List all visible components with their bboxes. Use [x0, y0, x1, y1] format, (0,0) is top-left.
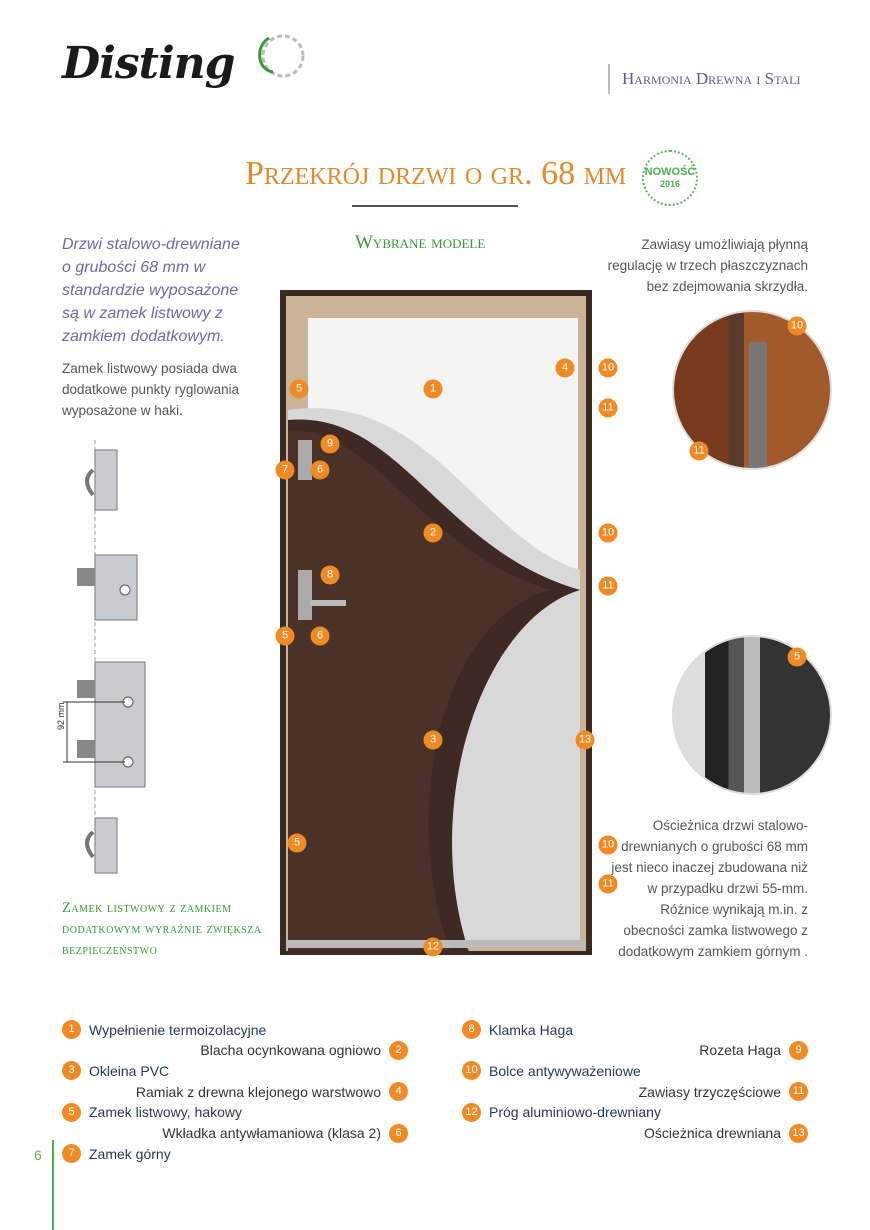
- detail-marker: 5: [787, 647, 807, 667]
- door-marker: 8: [320, 565, 340, 585]
- legend-number: 7: [62, 1144, 81, 1164]
- detail-marker: 10: [787, 316, 807, 336]
- legend-label: Zawiasy trzyczęściowe: [638, 1083, 781, 1100]
- door-marker: 2: [423, 523, 443, 543]
- door-marker: 11: [598, 576, 618, 596]
- lock-dimension: 92 mm: [56, 702, 66, 730]
- door-marker: 11: [598, 874, 618, 894]
- door-marker: 5: [287, 833, 307, 853]
- legend-label: Blacha ocynkowana ogniowo: [200, 1042, 381, 1059]
- legend-item: 7 Zamek górny: [62, 1144, 171, 1164]
- legend-number: 13: [789, 1123, 808, 1143]
- legend-item: 3 Okleina PVC: [62, 1061, 170, 1081]
- lock-description: Zamek listwowy posiada dwa dodatkowe pun…: [62, 361, 240, 418]
- frame-note: Ościeżnica drzwi stalowo-drewnianych o g…: [611, 818, 808, 959]
- legend-number: 8: [462, 1020, 481, 1039]
- legend-number: 9: [789, 1040, 808, 1060]
- door-marker: 13: [575, 730, 595, 750]
- legend-number: 12: [462, 1102, 481, 1122]
- legend-item: Blacha ocynkowana ogniowo 2: [200, 1040, 408, 1060]
- detail-marker: 11: [689, 441, 709, 461]
- legend-item: 12 Próg aluminiowo-drewniany: [462, 1102, 661, 1122]
- models-heading: Wybrane modele: [355, 232, 486, 253]
- legend-label: Wkładka antywłamaniowa (klasa 2): [162, 1125, 381, 1141]
- intro-text: Drzwi stalowo-drewniane o grubości 68 mm…: [62, 236, 240, 345]
- legend-label: Ościeżnica drewniana: [644, 1125, 781, 1141]
- legend-label: Okleina PVC: [89, 1062, 170, 1079]
- legend-item: 1 Wypełnienie termoizolacyjne: [62, 1020, 266, 1039]
- legend-label: Próg aluminiowo-drewniany: [489, 1104, 661, 1121]
- page-title: Przekrój drzwi o gr. 68 mm: [245, 155, 627, 192]
- legend-number: 10: [462, 1061, 481, 1081]
- door-marker: 5: [289, 379, 309, 399]
- legend-label: Zamek górny: [89, 1145, 171, 1162]
- logo: Disting: [62, 28, 309, 89]
- legend-label: Ramiak z drewna klejonego warstwowo: [135, 1083, 381, 1100]
- legend-label: Wypełnienie termoizolacyjne: [89, 1021, 267, 1038]
- legend-number: 2: [389, 1040, 408, 1060]
- door-marker: 10: [598, 358, 618, 378]
- legend-number: 1: [62, 1020, 81, 1039]
- legend-item: Ramiak z drewna klejonego warstwowo 4: [135, 1082, 408, 1102]
- legend-label: Rozeta Haga: [699, 1042, 781, 1059]
- hinge-note: Zawiasy umożliwiają płynną regulację w t…: [607, 237, 808, 294]
- door-marker: 6: [310, 460, 330, 480]
- tagline: Harmonia Drewna i Stali: [608, 64, 800, 94]
- legend-number: 3: [62, 1061, 81, 1081]
- door-marker: 11: [598, 398, 618, 418]
- legend-number: 5: [62, 1102, 81, 1122]
- legend-item: Wkładka antywłamaniowa (klasa 2) 6: [162, 1123, 408, 1143]
- legend-number: 11: [789, 1082, 808, 1102]
- legend-item: Zawiasy trzyczęściowe 11: [638, 1082, 808, 1102]
- legend-label: Bolce antywyważeniowe: [489, 1062, 641, 1079]
- door-marker: 3: [423, 730, 443, 750]
- door-marker: 4: [555, 358, 575, 378]
- multipoint-lock-illustration: [63, 440, 146, 874]
- legend-item: 10 Bolce antywyważeniowe: [462, 1061, 641, 1081]
- door-marker: 12: [423, 937, 443, 957]
- page-number: 6: [34, 1147, 42, 1163]
- title-divider: [352, 205, 518, 207]
- door-cross-section-image: [280, 290, 592, 955]
- legend-item: 5 Zamek listwowy, hakowy: [62, 1102, 243, 1122]
- door-marker: 10: [598, 835, 618, 855]
- legend-label: Zamek listwowy, hakowy: [89, 1104, 243, 1121]
- legend-number: 6: [389, 1123, 408, 1143]
- legend-item: 8 Klamka Haga: [462, 1020, 573, 1039]
- gear-leaf-icon: [258, 34, 305, 78]
- door-marker: 6: [310, 626, 330, 646]
- frame-detail-photo: [672, 635, 832, 795]
- door-marker: 7: [275, 460, 295, 480]
- door-marker: 10: [598, 523, 618, 543]
- legend-item: Rozeta Haga 9: [699, 1040, 808, 1060]
- legend-label: Klamka Haga: [489, 1021, 574, 1038]
- legend-number: 4: [389, 1082, 408, 1102]
- door-marker: 5: [275, 626, 295, 646]
- legend-item: Ościeżnica drewniana 13: [644, 1123, 808, 1143]
- door-marker: 1: [423, 379, 443, 399]
- lock-caption: Zamek listwowy z zamkiem dodatkowym wyra…: [62, 900, 262, 958]
- door-marker: 9: [320, 434, 340, 454]
- page-divider: [52, 1140, 54, 1230]
